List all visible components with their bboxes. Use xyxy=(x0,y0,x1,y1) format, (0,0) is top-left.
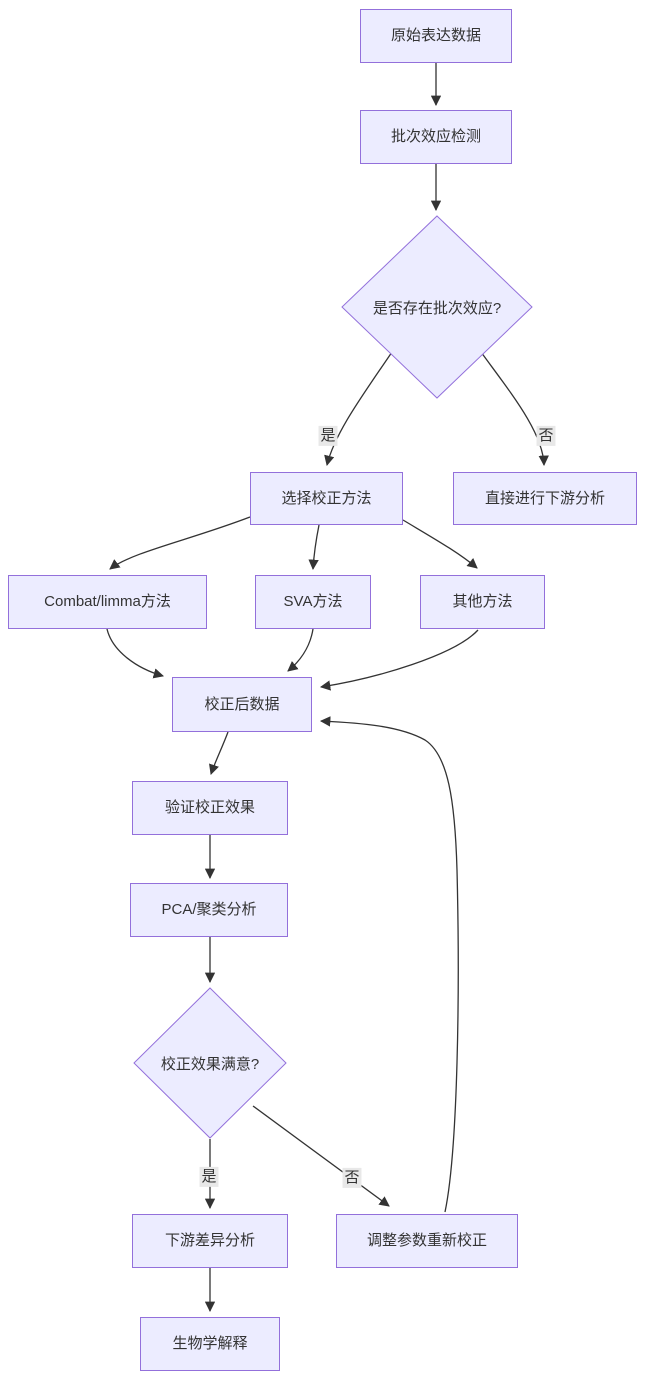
node-direct-downstream: 直接进行下游分析 xyxy=(453,472,637,525)
node-adjust-params: 调整参数重新校正 xyxy=(336,1214,518,1268)
decision-label: 是否存在批次效应? xyxy=(372,299,502,317)
edge-hasbatch-yes-to-choose xyxy=(324,351,393,467)
node-raw-data: 原始表达数据 xyxy=(360,9,512,63)
node-satisfied-decision: 校正效果满意? xyxy=(133,987,287,1139)
node-pca-cluster: PCA/聚类分析 xyxy=(130,883,288,937)
node-sva: SVA方法 xyxy=(255,575,371,629)
node-validate-effect: 验证校正效果 xyxy=(132,781,288,835)
edge-label-yes-2: 是 xyxy=(199,1166,219,1188)
diamond-shape xyxy=(133,987,287,1139)
node-batch-detect: 批次效应检测 xyxy=(360,110,512,164)
node-other-method: 其他方法 xyxy=(420,575,545,629)
edge-label-no-2: 否 xyxy=(342,1167,362,1189)
edge-satisfied-no-to-adjust xyxy=(252,1105,390,1207)
edge-hasbatch-no-to-direct xyxy=(480,351,549,467)
edge-choose-to-other xyxy=(402,519,478,569)
edge-corrected-to-validate xyxy=(209,731,229,775)
edge-sva-to-corrected xyxy=(287,628,314,672)
edge-other-to-corrected xyxy=(319,629,479,691)
node-has-batch-decision: 是否存在批次效应? xyxy=(341,215,533,399)
node-corrected-data: 校正后数据 xyxy=(172,677,312,732)
edge-label-yes-1: 是 xyxy=(318,425,338,447)
edge-label-no-1: 否 xyxy=(536,425,556,447)
edge-combat-to-corrected xyxy=(106,628,164,679)
edge-choose-to-sva xyxy=(308,524,320,571)
node-choose-method: 选择校正方法 xyxy=(250,472,403,525)
diamond-shape xyxy=(341,215,533,399)
edge-adjust-loop-to-corrected xyxy=(319,716,459,1213)
decision-label: 校正效果满意? xyxy=(160,1055,260,1073)
node-combat-limma: Combat/limma方法 xyxy=(8,575,207,629)
node-bio-interp: 生物学解释 xyxy=(140,1317,280,1371)
node-downstream-diff: 下游差异分析 xyxy=(132,1214,288,1268)
edge-choose-to-combat xyxy=(109,516,251,570)
